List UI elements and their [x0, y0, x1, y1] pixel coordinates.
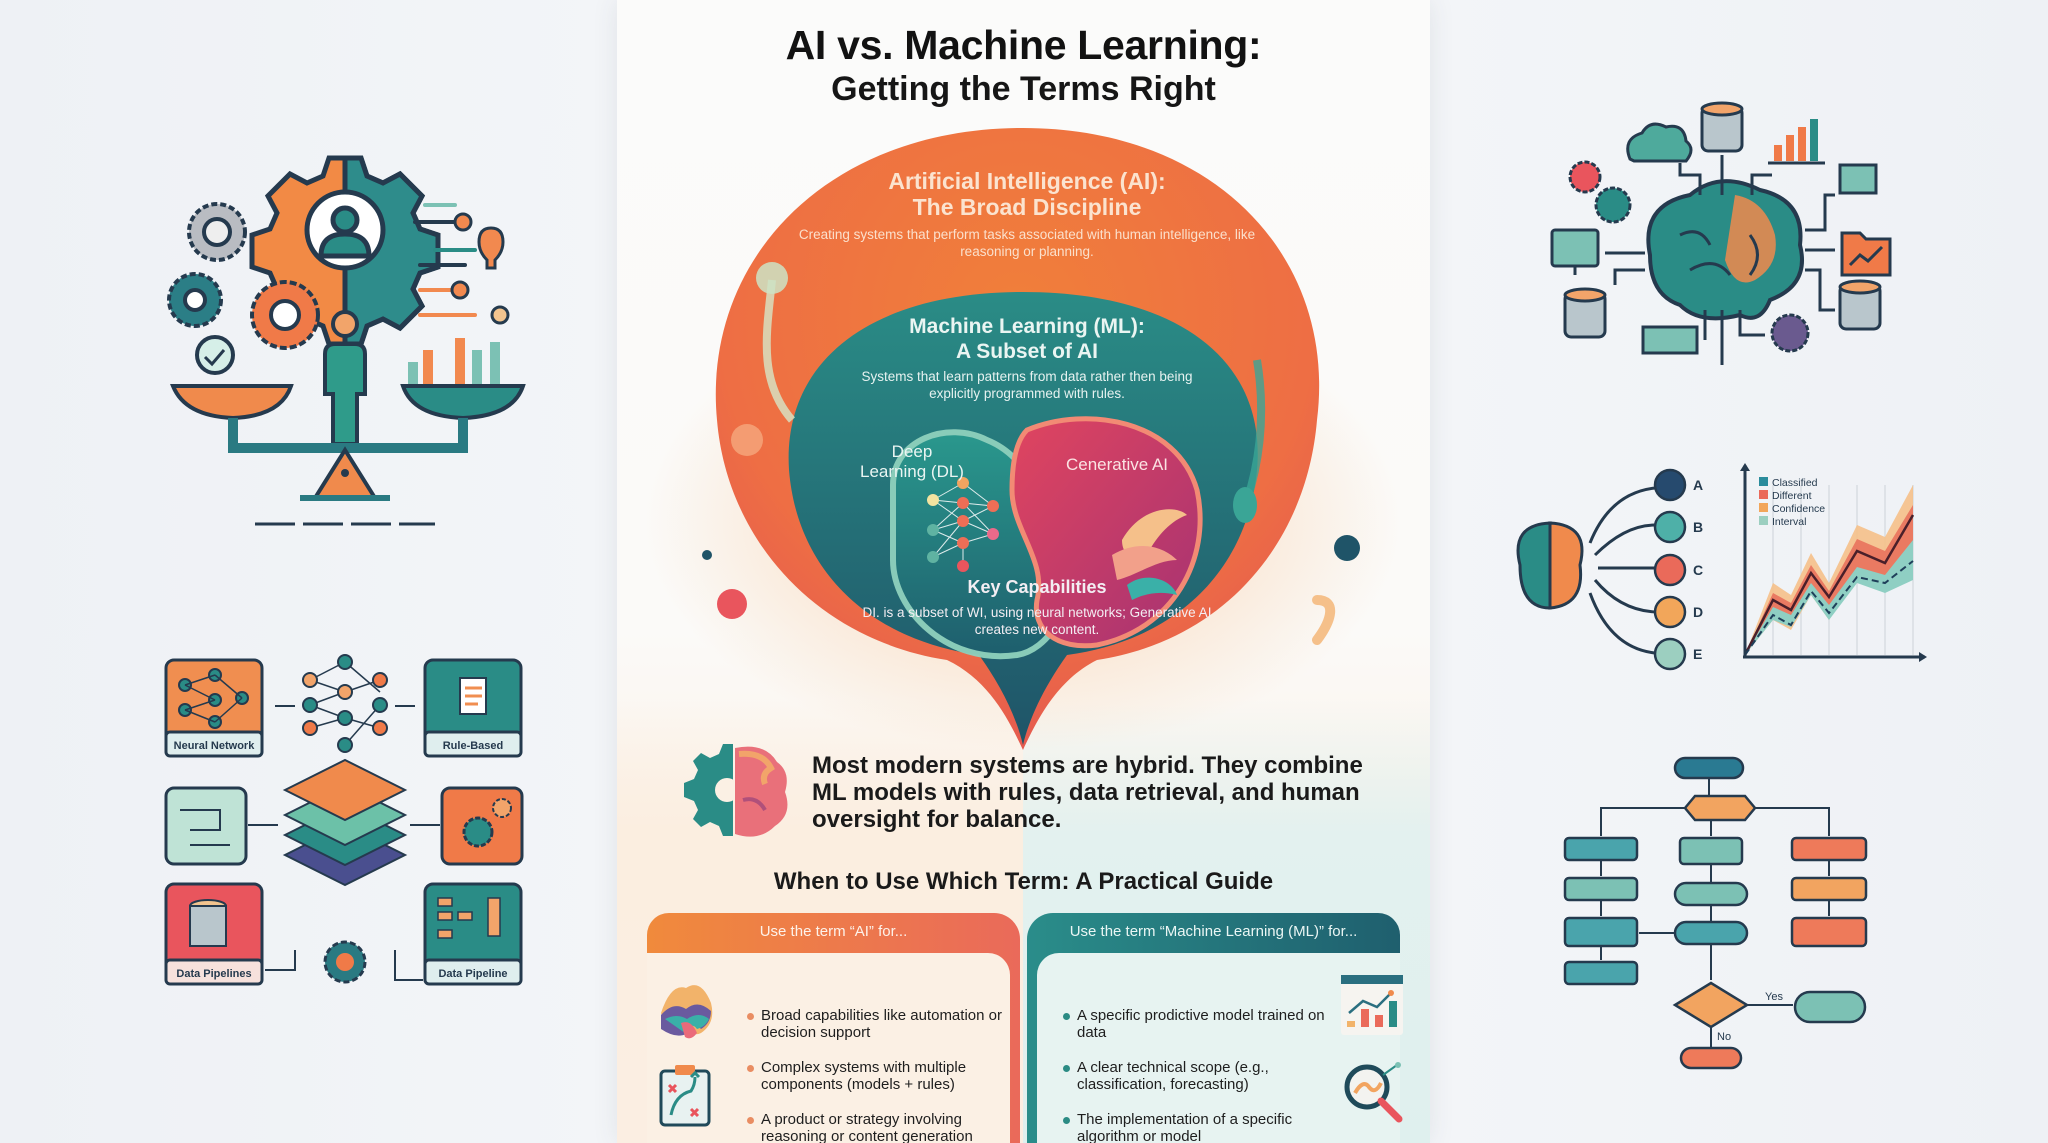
class-label-e: E — [1693, 646, 1702, 662]
hybrid-systems-note: Most modern systems are hybrid. They com… — [812, 752, 1363, 833]
key-capabilities-description: DI. is a subset of WI, using neural netw… — [862, 605, 1212, 637]
ml-usage-list: A specific prodictive model trained on d… — [1061, 1007, 1331, 1143]
flowchart-yes-label: Yes — [1765, 991, 1783, 1003]
data-pipeline-box: Data Pipeline — [423, 882, 523, 986]
infographic-poster: AI vs. Machine Learning: Getting the Ter… — [617, 0, 1430, 1143]
dl-title: Deep Learning (DL) — [837, 442, 987, 482]
balance-scale-icon — [167, 155, 526, 526]
legend-classified: Classified — [1772, 477, 1818, 489]
ml-description: Systems that learn patterns from data ra… — [861, 369, 1193, 401]
class-label-b: B — [1693, 519, 1703, 535]
illustration-classification-chart: A B C D E Classified Different Confidenc — [1500, 455, 1930, 680]
label-rule-based: Rule-Based — [443, 740, 504, 752]
bar-chart-window-icon — [1341, 975, 1403, 1035]
ml-usage-item: The implementation of a specific algorit… — [1061, 1111, 1331, 1143]
legend-interval: Interval — [1772, 516, 1806, 528]
ml-title-line1: Machine Learning (ML): — [909, 315, 1145, 338]
page-subtitle: Getting the Terms Right — [831, 70, 1216, 108]
illustration-architecture-diagram: Neural Network Rule-Based Data Pipelines — [160, 650, 530, 995]
neural-network-box: Neural Network — [164, 658, 264, 758]
gear-brain-icon — [684, 744, 788, 837]
label-neural-network: Neural Network — [174, 740, 256, 752]
class-label-c: C — [1693, 562, 1703, 578]
ai-title: Artificial Intelligence (AI): The Broad … — [797, 168, 1257, 220]
ai-usage-item: Broad capabilities like automation or de… — [745, 1007, 1015, 1041]
flowchart-no-label: No — [1717, 1031, 1731, 1043]
generative-ai-title: Cenerative AI — [1065, 455, 1169, 474]
class-label-a: A — [1693, 477, 1703, 493]
ml-title: Machine Learning (ML): A Subset of AI — [837, 314, 1217, 364]
ai-usage-item: Complex systems with multiple components… — [745, 1059, 1015, 1093]
key-capabilities-title: Key Capabilities — [967, 577, 1107, 597]
label-data-pipeline: Data Pipeline — [438, 968, 507, 980]
class-label-d: D — [1693, 604, 1703, 620]
ai-usage-item: A product or strategy involving reasonin… — [745, 1111, 1015, 1143]
ai-usage-panel: Use the term “AI” for... Broad capabilit… — [647, 913, 1020, 1143]
ml-usage-body: A specific prodictive model trained on d… — [1037, 953, 1403, 1143]
rule-based-box: Rule-Based — [423, 658, 523, 758]
illustration-brain-hub — [1540, 95, 1910, 375]
practical-guide-title: When to Use Which Term: A Practical Guid… — [773, 868, 1274, 895]
brain-hub-icon — [1550, 101, 1892, 365]
ml-usage-item: A clear technical scope (e.g., classific… — [1061, 1059, 1331, 1093]
ai-title-line1: Artificial Intelligence (AI): — [888, 168, 1166, 194]
nested-venn-diagram — [643, 128, 1403, 750]
ai-usage-list: Broad capabilities like automation or de… — [745, 1007, 1015, 1143]
abstract-waves-icon — [661, 985, 713, 1039]
page-title: AI vs. Machine Learning: — [785, 22, 1262, 68]
ai-usage-body: Broad capabilities like automation or de… — [647, 953, 1010, 1143]
dl-title-line1: Deep — [891, 442, 933, 461]
illustration-balance-scale — [155, 150, 535, 530]
illustration-flowchart: Yes No — [1555, 750, 1875, 1080]
dl-title-line2: Learning (DL) — [860, 462, 964, 481]
ml-usage-panel: Use the term “Machine Learning (ML)” for… — [1027, 913, 1403, 1143]
ml-usage-item: A specific prodictive model trained on d… — [1061, 1007, 1331, 1041]
ai-title-line2: The Broad Discipline — [912, 194, 1142, 220]
legend-confidence: Confidence — [1772, 503, 1825, 515]
data-pipelines-box: Data Pipelines — [164, 882, 264, 986]
strategy-clipboard-icon — [659, 1065, 711, 1127]
ml-usage-header: Use the term “Machine Learning (ML)” for… — [1069, 923, 1358, 940]
label-data-pipelines: Data Pipelines — [176, 968, 251, 980]
ml-title-line2: A Subset of AI — [956, 340, 1098, 363]
ai-description: Creating systems that perform tasks asso… — [798, 227, 1256, 259]
magnifier-analysis-icon — [1344, 1062, 1403, 1123]
legend-different: Different — [1772, 490, 1812, 502]
ai-usage-header: Use the term “AI” for... — [759, 923, 908, 940]
